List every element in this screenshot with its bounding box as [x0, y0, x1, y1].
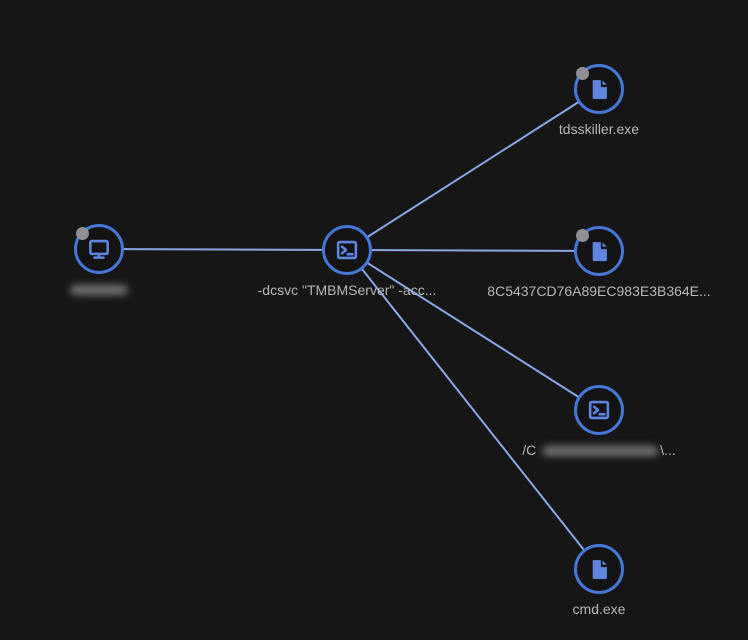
label-text: cmd.exe: [572, 601, 626, 617]
node-badge-dot: [76, 227, 89, 240]
file-icon: [592, 560, 607, 580]
node-label-host-machine: [68, 281, 130, 297]
graph-node-child-process: /C \...: [522, 385, 676, 458]
label-text: -dcsvc "TMBMServer" -acc...: [257, 282, 437, 298]
label-text: tdsskiller.exe: [558, 121, 640, 137]
redacted-text: [70, 285, 128, 296]
node-circle-cmd-file[interactable]: [574, 544, 624, 594]
monitor-icon: [89, 239, 109, 259]
node-label-child-process: /C \...: [522, 442, 675, 458]
node-circle-hash-file[interactable]: [574, 226, 624, 276]
node-badge-dot: [576, 229, 589, 242]
file-icon: [592, 242, 607, 262]
graph-edge: [98, 248, 348, 251]
node-circle-main-process[interactable]: [322, 225, 372, 275]
graph-node-host-machine: [70, 224, 128, 296]
terminal-icon: [588, 400, 610, 420]
graph-edge: [346, 249, 600, 570]
graph-node-cmd-file: cmd.exe: [573, 544, 625, 617]
terminal-icon: [336, 240, 358, 260]
file-icon: [592, 80, 607, 100]
graph-edge: [346, 249, 600, 252]
graph-node-tdsskiller-file: tdsskiller.exe: [559, 64, 639, 137]
redacted-text: [542, 446, 659, 457]
graph-edge: [346, 249, 600, 411]
label-text: /C: [522, 442, 541, 458]
graph-node-hash-file: 8C5437CD76A89EC983E3B364E...: [487, 226, 711, 299]
node-label-main-process: -dcsvc "TMBMServer" -acc...: [258, 282, 437, 298]
node-label-tdsskiller-file: tdsskiller.exe: [559, 121, 639, 137]
label-text: \...: [660, 442, 676, 458]
label-text: 8C5437CD76A89EC983E3B364E...: [487, 283, 711, 299]
node-badge-dot: [576, 67, 589, 80]
node-label-hash-file: 8C5437CD76A89EC983E3B364E...: [487, 283, 710, 299]
node-circle-child-process[interactable]: [574, 385, 624, 435]
graph-edge: [346, 88, 600, 251]
node-label-cmd-file: cmd.exe: [573, 601, 626, 617]
graph-node-main-process: -dcsvc "TMBMServer" -acc...: [258, 225, 436, 298]
